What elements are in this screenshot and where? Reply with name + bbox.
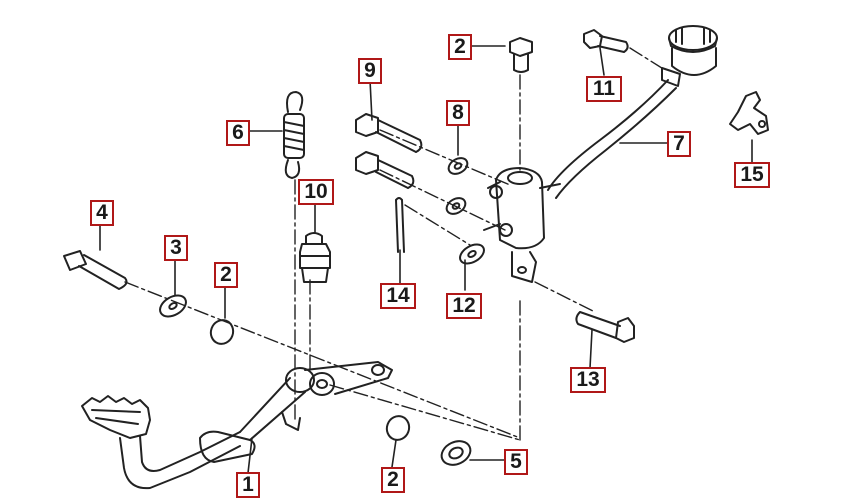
- callout-3: 3: [164, 235, 188, 261]
- callout-2-top: 2: [448, 34, 472, 60]
- callout-11: 11: [586, 76, 622, 102]
- ring-part-2-left: [209, 319, 235, 345]
- bracket-part-15: [729, 91, 769, 135]
- callout-13: 13: [570, 367, 606, 393]
- bolt-part-4: [63, 250, 128, 290]
- leader-lines: [99, 45, 753, 474]
- hose-part-7: [547, 79, 677, 199]
- ring-part-2-bottom: [385, 415, 411, 441]
- washer-part-8-lower: [445, 197, 467, 215]
- callout-9: 9: [358, 58, 382, 84]
- pin-part-14: [395, 197, 405, 253]
- callout-2-bottom: 2: [381, 467, 405, 493]
- center-lines: [124, 47, 666, 441]
- callout-15: 15: [734, 162, 770, 188]
- bolt-part-9-lower: [355, 151, 415, 189]
- switch-part-10: [299, 232, 331, 283]
- washer-part-3: [159, 294, 187, 318]
- callout-2-left: 2: [214, 262, 238, 288]
- bolt-part-9-upper: [355, 113, 423, 153]
- callout-7: 7: [667, 131, 691, 157]
- brake-pedal-part-1: [81, 361, 393, 490]
- spring-part-6: [283, 91, 305, 179]
- callout-10: 10: [298, 179, 334, 205]
- bolt-part-13: [575, 311, 635, 343]
- master-cylinder: [483, 167, 561, 283]
- callout-6: 6: [226, 120, 250, 146]
- bolt-part-11: [583, 29, 629, 53]
- washer-part-5: [440, 440, 472, 466]
- banjo-bolt-part-2: [509, 37, 533, 73]
- washer-part-12: [459, 243, 485, 265]
- callout-5: 5: [504, 449, 528, 475]
- reservoir: [661, 25, 718, 87]
- callout-12: 12: [446, 293, 482, 319]
- callout-1: 1: [236, 472, 260, 498]
- callout-14: 14: [380, 283, 416, 309]
- callout-8: 8: [446, 100, 470, 126]
- washer-part-8-upper: [447, 157, 469, 175]
- callout-4: 4: [90, 200, 114, 226]
